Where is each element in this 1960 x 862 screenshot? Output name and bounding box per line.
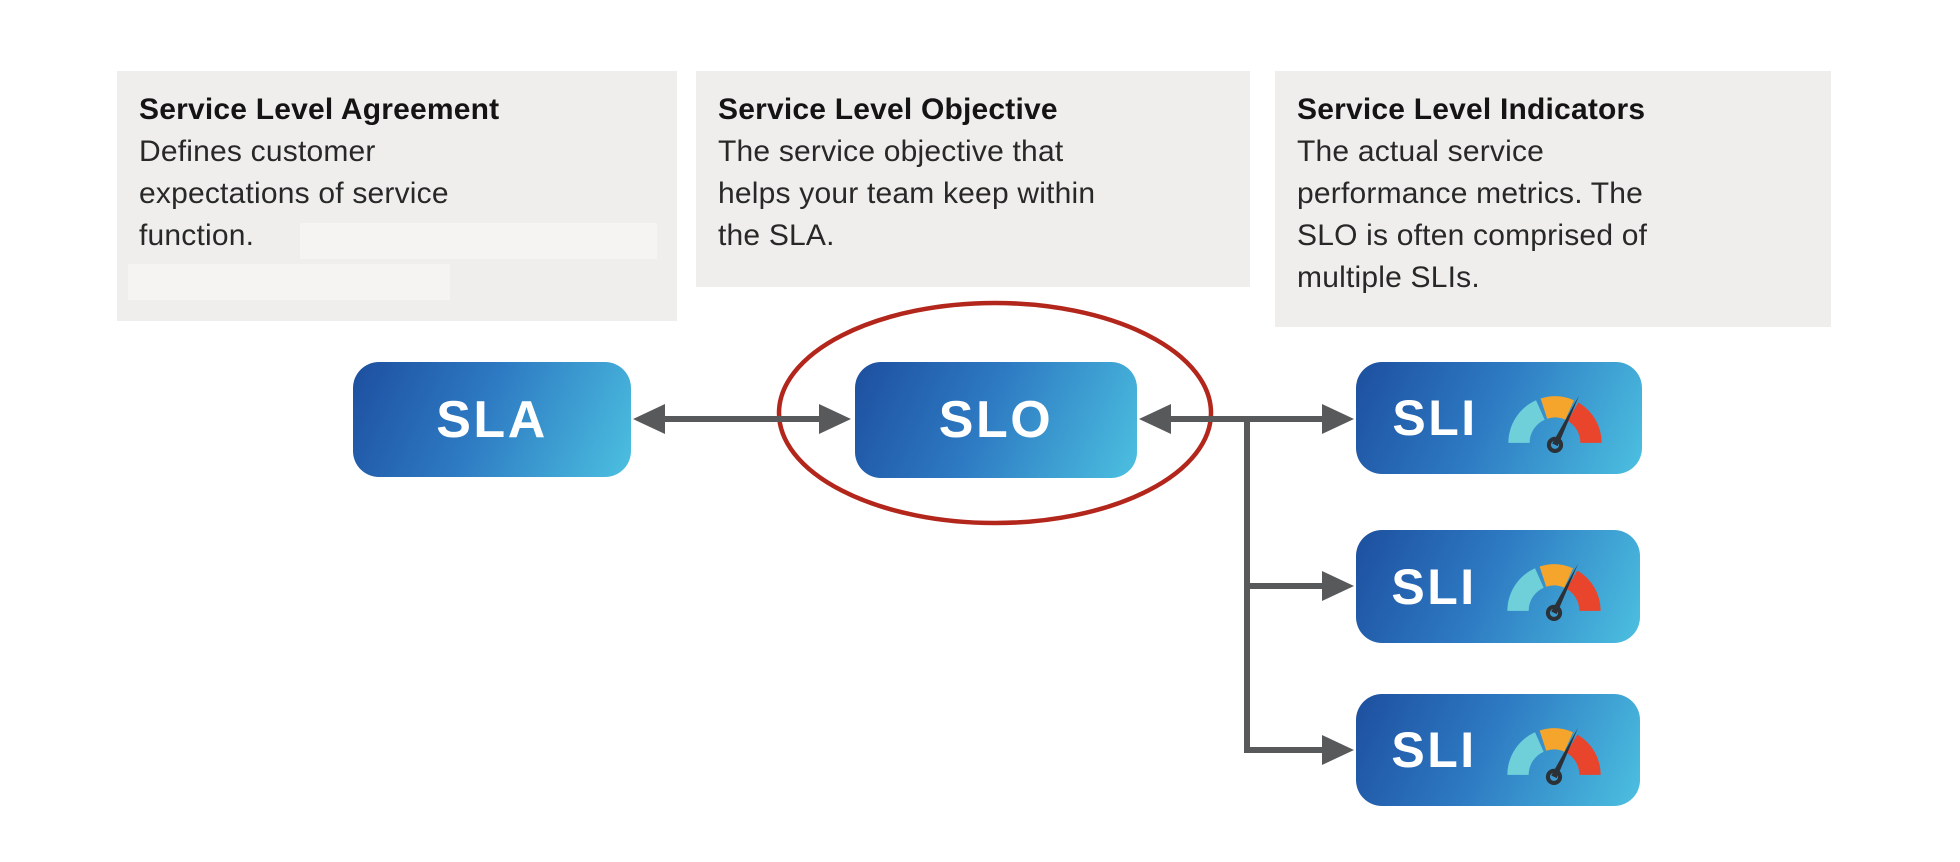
slo-node-label: SLO — [938, 391, 1054, 449]
sli-node-label: SLI — [1391, 558, 1477, 615]
sli-node-label: SLI — [1392, 390, 1478, 446]
description-card-sla: Service Level Agreement Defines customer… — [117, 71, 677, 321]
sla-node-label: SLA — [436, 390, 548, 449]
sli-node-label: SLI — [1391, 722, 1477, 778]
description-title-sla: Service Level Agreement — [139, 93, 500, 126]
arrow-slo-sli — [1139, 404, 1354, 765]
description-body-sla: Defines customer expectations of service… — [139, 135, 449, 252]
sli-node-2: SLI — [1356, 530, 1640, 643]
gauge-meter-icon — [1503, 550, 1605, 623]
description-body-slo: The service objective that helps your te… — [718, 135, 1096, 252]
description-card-sli: Service Level Indicators The actual serv… — [1275, 71, 1831, 327]
gauge-meter-icon — [1504, 382, 1606, 455]
arrow-sla-slo — [633, 404, 851, 434]
description-card-slo: Service Level Objective The service obje… — [696, 71, 1250, 287]
redacted-text-block — [128, 264, 450, 300]
description-title-slo: Service Level Objective — [718, 93, 1058, 126]
sli-node-1: SLI — [1356, 362, 1642, 474]
gauge-meter-icon — [1503, 714, 1605, 787]
sli-node-3: SLI — [1356, 694, 1640, 806]
redacted-text-block — [300, 223, 657, 259]
slo-node: SLO — [855, 362, 1137, 478]
sla-node: SLA — [353, 362, 631, 477]
description-body-sli: The actual service performance metrics. … — [1297, 135, 1648, 294]
description-title-sli: Service Level Indicators — [1297, 93, 1646, 126]
